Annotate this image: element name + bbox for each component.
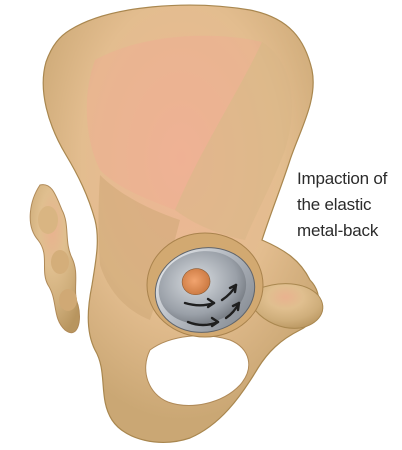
caption-line-1: Impaction of [297,166,401,192]
caption: Impaction of the elastic metal-back [297,166,401,244]
caption-line-3: metal-back [297,218,401,244]
caption-line-2: the elastic [297,192,401,218]
